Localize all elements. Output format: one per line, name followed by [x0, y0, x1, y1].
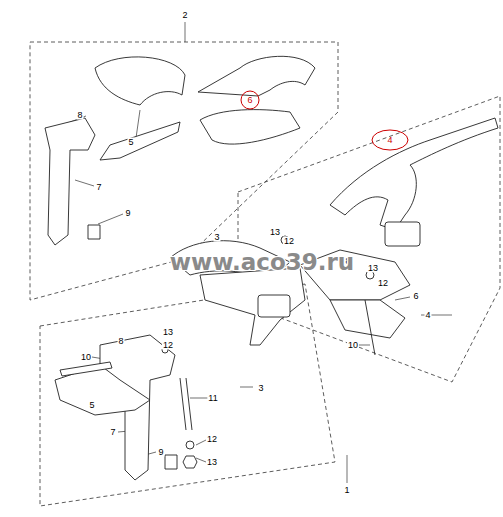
callout-number: 12: [283, 237, 295, 246]
watermark: www.aco39.ru: [169, 251, 355, 274]
callout-number: 8: [76, 111, 83, 120]
group-number: 3: [213, 233, 220, 242]
callout-number: 5: [88, 401, 95, 410]
part-outline: [45, 56, 498, 480]
callout-number: 6: [412, 292, 419, 301]
callout-number: 13: [367, 264, 379, 273]
highlight-circle: [372, 130, 408, 150]
callout-number: 5: [127, 138, 134, 147]
callout-number: 13: [269, 228, 281, 237]
callout-number: 7: [109, 428, 116, 437]
callout-number: 13: [206, 458, 218, 467]
callout-number: 11: [207, 394, 218, 403]
callout-number: 7: [95, 183, 102, 192]
highlight-circle: [241, 91, 259, 109]
callout-number: 8: [117, 337, 124, 346]
callout-number: 10: [80, 353, 92, 362]
callout-number: 10: [347, 341, 359, 350]
callout-number: 13: [162, 328, 174, 337]
callout-number: 9: [157, 448, 164, 457]
group-number: 4: [424, 311, 431, 320]
callout-number: 9: [124, 209, 131, 218]
group-number: 1: [343, 486, 350, 495]
callout-number: 4: [386, 136, 393, 145]
group-number: 3: [257, 384, 264, 393]
callout-number: 12: [206, 435, 218, 444]
callout-number: 12: [377, 279, 389, 288]
leader-line: [60, 22, 452, 483]
group-number: 2: [181, 11, 188, 20]
group-frame: [30, 42, 500, 506]
callout-number: 6: [246, 96, 253, 105]
callout-number: 12: [162, 341, 174, 350]
